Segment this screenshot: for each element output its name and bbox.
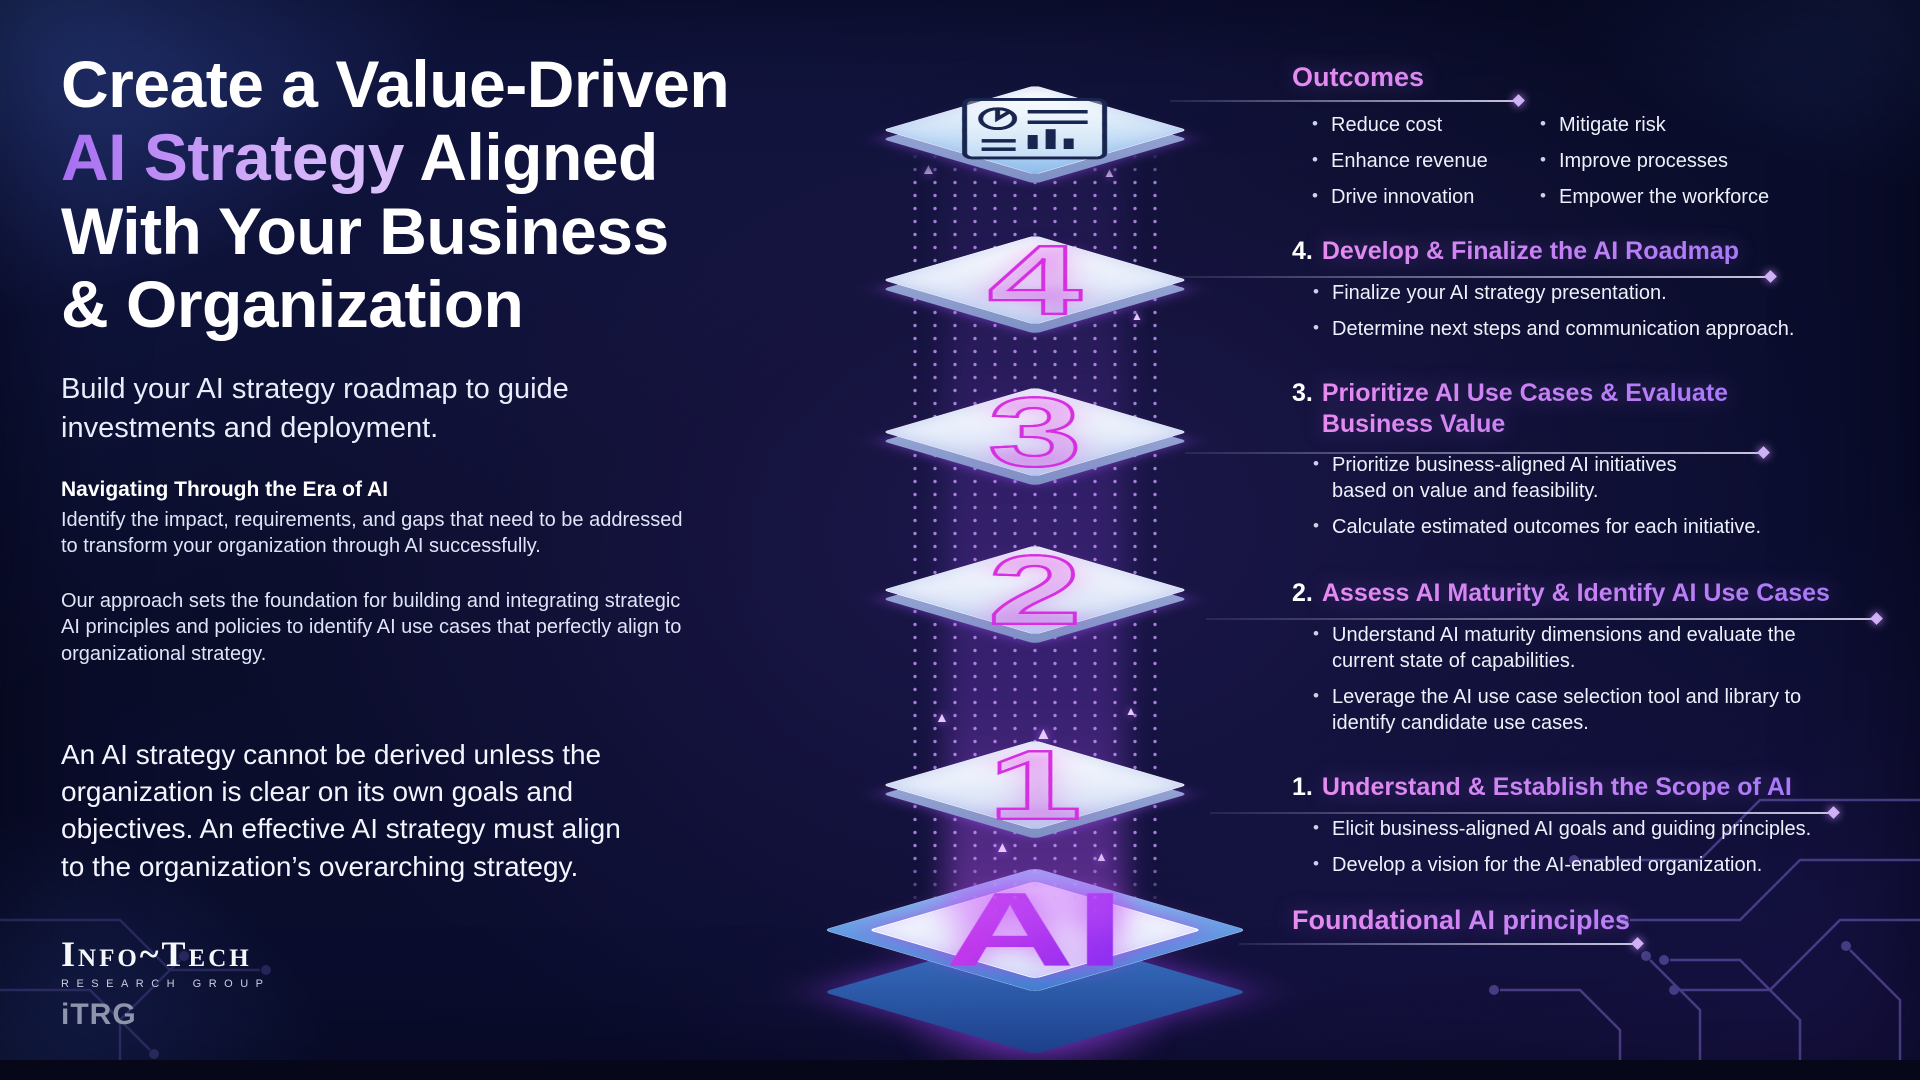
strategy-statement: An AI strategy cannot be derived unless … bbox=[61, 739, 621, 882]
connector-line bbox=[1210, 806, 1840, 819]
outcome-item: Mitigate risk bbox=[1540, 112, 1769, 138]
outcome-item: Reduce cost bbox=[1312, 112, 1488, 138]
step-3-section: 3. Prioritize AI Use Cases & Evaluate Bu… bbox=[1185, 378, 1920, 550]
step-title: Understand & Establish the Scope of AI bbox=[1321, 773, 1792, 801]
intro-paragraph-2: Our approach sets the foundation for bui… bbox=[61, 590, 682, 665]
step-2-bullets: Understand AI maturity dimensions and ev… bbox=[1313, 622, 1920, 736]
outcomes-list-col2: Mitigate risk Improve processes Empower … bbox=[1540, 112, 1769, 220]
bullet-item: Leverage the AI use case selection tool … bbox=[1313, 684, 1920, 736]
subtitle: Build your AI strategy roadmap to guide … bbox=[61, 373, 569, 444]
outcome-item: Improve processes bbox=[1540, 148, 1769, 174]
step-title: Develop & Finalize the AI Roadmap bbox=[1321, 237, 1740, 265]
connector-line bbox=[1170, 94, 1525, 107]
up-arrow-icon: ▲ bbox=[1095, 849, 1108, 864]
step-2-heading: 2. Assess AI Maturity & Identify AI Use … bbox=[1292, 578, 1920, 609]
outcomes-heading: Outcomes bbox=[1292, 62, 1912, 93]
foundation-section: Foundational AI principles bbox=[1239, 905, 1752, 950]
step-title: Assess AI Maturity & Identify AI Use Cas… bbox=[1321, 579, 1830, 607]
step-3-bullets: Prioritize business-aligned AI initiativ… bbox=[1313, 452, 1920, 540]
outcome-item: Empower the workforce bbox=[1540, 184, 1769, 210]
diamond-endpoint-icon bbox=[1631, 937, 1644, 950]
bullet-item: Calculate estimated outcomes for each in… bbox=[1313, 514, 1920, 540]
step-4-heading: 4. Develop & Finalize the AI Roadmap bbox=[1292, 236, 1920, 267]
platform-outcomes bbox=[882, 22, 1188, 238]
step-2-section: 2. Assess AI Maturity & Identify AI Use … bbox=[1206, 578, 1920, 746]
up-arrow-icon: ▲ bbox=[1131, 309, 1143, 323]
connector-line bbox=[1239, 937, 1644, 950]
bullet-item: Prioritize business-aligned AI initiativ… bbox=[1313, 452, 1920, 504]
bullet-item: Develop a vision for the AI-enabled orga… bbox=[1313, 852, 1920, 878]
bottom-edge-bar bbox=[0, 1060, 1920, 1080]
infotech-logo-subtitle: RESEARCH GROUP bbox=[61, 978, 271, 990]
step-1-heading: 1. Understand & Establish the Scope of A… bbox=[1292, 772, 1920, 803]
title-line-2: Aligned bbox=[419, 120, 658, 195]
platform-face bbox=[882, 85, 1188, 175]
foundation-heading: Foundational AI principles bbox=[1292, 905, 1752, 936]
bullet-item: Determine next steps and communication a… bbox=[1313, 316, 1920, 342]
step-title: Prioritize AI Use Cases & Evaluate Busin… bbox=[1321, 379, 1729, 438]
up-arrow-icon: ▲ bbox=[921, 161, 936, 178]
bullet-item: Understand AI maturity dimensions and ev… bbox=[1313, 622, 1920, 674]
step-number: 3. bbox=[1292, 379, 1313, 407]
step-number: 4. bbox=[1292, 237, 1313, 265]
up-arrow-icon: ▲ bbox=[1125, 704, 1137, 718]
outcome-item: Enhance revenue bbox=[1312, 148, 1488, 174]
up-arrow-icon: ▲ bbox=[995, 839, 1010, 856]
connector-line bbox=[1206, 612, 1883, 625]
page-title: Create a Value-Driven AI Strategy Aligne… bbox=[61, 47, 901, 341]
title-line-4: & Organization bbox=[61, 266, 524, 341]
title-line-1: Create a Value-Driven bbox=[61, 47, 730, 121]
bullet-item: Finalize your AI strategy presentation. bbox=[1313, 280, 1920, 306]
connector-line bbox=[1178, 270, 1777, 283]
diamond-endpoint-icon bbox=[1512, 94, 1525, 107]
up-arrow-icon: ▲ bbox=[1103, 165, 1116, 180]
step-1-section: 1. Understand & Establish the Scope of A… bbox=[1210, 772, 1920, 888]
circuit-pattern-bottom-left-icon bbox=[0, 918, 271, 1060]
step-1-bullets: Elicit business-aligned AI goals and gui… bbox=[1313, 816, 1920, 878]
up-arrow-icon: ▲ bbox=[1035, 724, 1052, 743]
report-chart-icon bbox=[960, 96, 1110, 163]
up-arrow-icon: ▲ bbox=[935, 709, 949, 725]
intro-paragraph-1: Identify the impact, requirements, and g… bbox=[61, 509, 683, 558]
step-number: 2. bbox=[1292, 579, 1313, 607]
outcome-item: Drive innovation bbox=[1312, 184, 1488, 210]
itrg-logo: iTRG bbox=[61, 998, 137, 1031]
infotech-logo: Info~Tech bbox=[61, 934, 252, 974]
bullet-item: Elicit business-aligned AI goals and gui… bbox=[1313, 816, 1920, 842]
step-3-heading: 3. Prioritize AI Use Cases & Evaluate Bu… bbox=[1292, 378, 1920, 439]
step-number: 1. bbox=[1292, 773, 1313, 801]
step-4-section: 4. Develop & Finalize the AI Roadmap Fin… bbox=[1178, 236, 1920, 352]
section-heading: Navigating Through the Era of AI bbox=[61, 478, 389, 501]
title-line-3: With Your Business bbox=[61, 193, 669, 268]
title-accent: AI Strategy bbox=[61, 120, 404, 195]
step-4-bullets: Finalize your AI strategy presentation. … bbox=[1313, 280, 1920, 342]
outcomes-section: Outcomes Reduce cost Enhance revenue Dri… bbox=[1170, 62, 1912, 208]
outcomes-list-col1: Reduce cost Enhance revenue Drive innova… bbox=[1312, 112, 1488, 220]
